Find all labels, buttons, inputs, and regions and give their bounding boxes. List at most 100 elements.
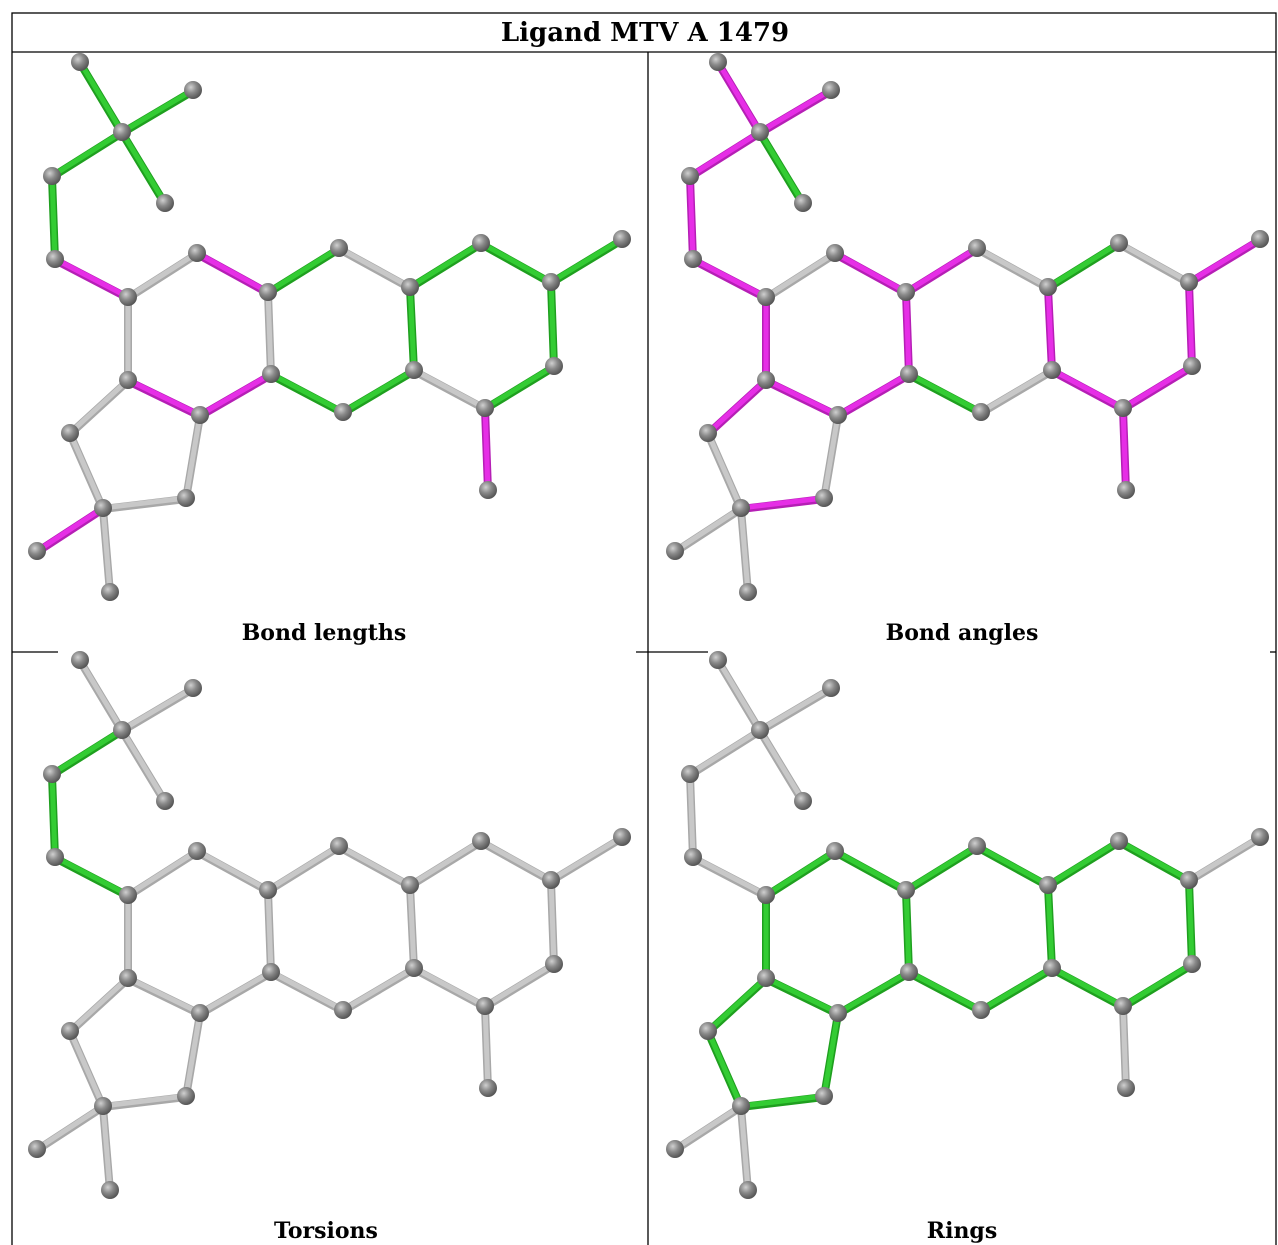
- rings-atom-1: [822, 679, 840, 697]
- rings-bond-11: [1116, 838, 1192, 883]
- rings-bond-3: [687, 727, 763, 777]
- torsions-bond-13: [548, 877, 557, 967]
- torsions-bond-17: [340, 965, 417, 1013]
- torsions-atom-15: [476, 997, 494, 1015]
- bond-lengths-atom-3: [43, 167, 61, 185]
- rings-atom-21: [699, 1022, 717, 1040]
- rings-atom-19: [829, 1004, 847, 1022]
- panel-torsions: Torsions: [28, 651, 631, 1244]
- rings-bond-16: [1045, 882, 1055, 971]
- bond-lengths-bond-24: [67, 430, 106, 511]
- bond-lengths-atom-17: [334, 403, 352, 421]
- caption-torsions: Torsions: [274, 1218, 378, 1244]
- bond-lengths-bond-17: [340, 367, 417, 415]
- torsions-bond-5: [52, 854, 131, 898]
- bond-angles-atom-18: [900, 365, 918, 383]
- torsions-bond-1: [119, 685, 196, 733]
- torsions-atom-12: [542, 871, 560, 889]
- rings-atom-25: [739, 1181, 757, 1199]
- torsions-bond-0: [77, 657, 125, 733]
- bond-angles-bond-15: [1049, 367, 1126, 411]
- torsions-bond-25: [100, 1093, 189, 1109]
- torsions-bonds: [33, 657, 626, 1195]
- bond-angles-atom-3: [681, 167, 699, 185]
- rings-atom-0: [709, 651, 727, 669]
- rings-bond-8: [903, 843, 980, 893]
- bond-lengths-bond-20: [197, 371, 274, 418]
- bond-lengths-bond-9: [336, 245, 413, 290]
- bond-angles-bond-11: [1116, 240, 1192, 285]
- bond-angles-bond-23: [705, 377, 769, 436]
- torsions-bond-7: [194, 848, 271, 893]
- bond-angles-bond-13: [1186, 279, 1195, 369]
- rings-bond-17: [978, 965, 1055, 1013]
- bond-lengths-bond-11: [478, 240, 554, 285]
- bond-angles-bond-27: [672, 505, 744, 554]
- figure-title: Ligand MTV A 1479: [501, 18, 789, 48]
- rings-bond-23: [705, 975, 769, 1034]
- torsions-bond-29: [482, 1003, 491, 1091]
- bond-lengths-bond-26: [183, 412, 203, 501]
- bond-angles-bonds: [671, 59, 1264, 597]
- bond-lengths-bond-5: [52, 256, 131, 300]
- rings-atom-5: [684, 848, 702, 866]
- bond-lengths-atom-20: [119, 371, 137, 389]
- bond-angles-atom-20: [757, 371, 775, 389]
- bond-angles-atom-8: [897, 283, 915, 301]
- rings-bond-12: [1186, 834, 1263, 883]
- bond-angles-bond-1: [757, 87, 834, 135]
- bond-angles-atom-13: [1251, 230, 1269, 248]
- rings-atom-14: [1183, 955, 1201, 973]
- bond-lengths-atoms: [28, 53, 631, 601]
- bond-angles-bond-6: [763, 250, 838, 300]
- torsions-atom-1: [184, 679, 202, 697]
- bond-angles-bond-19: [903, 289, 912, 377]
- rings-atom-7: [826, 842, 844, 860]
- torsions-bond-3: [49, 727, 125, 777]
- rings-bond-21: [763, 975, 841, 1016]
- panel-bond-lengths: Bond lengths: [28, 53, 631, 646]
- rings-atom-12: [1180, 871, 1198, 889]
- bond-lengths-atom-0: [71, 53, 89, 71]
- bond-lengths-atom-6: [119, 288, 137, 306]
- torsions-bond-14: [482, 961, 557, 1009]
- torsions-atom-11: [472, 832, 490, 850]
- rings-bond-2: [757, 727, 806, 804]
- bond-angles-atom-17: [972, 403, 990, 421]
- torsions-atom-14: [545, 955, 563, 973]
- bond-angles-atom-7: [826, 244, 844, 262]
- bond-angles-atom-14: [1183, 357, 1201, 375]
- torsions-bond-8: [265, 843, 342, 893]
- torsions-bond-24: [67, 1028, 106, 1109]
- bond-angles-atom-24: [666, 542, 684, 560]
- torsions-bond-18: [268, 969, 346, 1013]
- bond-lengths-bonds: [33, 59, 626, 597]
- torsions-atom-23: [177, 1087, 195, 1105]
- bond-angles-bond-5: [690, 256, 769, 300]
- rings-bond-14: [1120, 961, 1195, 1009]
- torsions-atom-20: [119, 969, 137, 987]
- bond-lengths-atom-15: [476, 399, 494, 417]
- rings-bond-7: [832, 848, 909, 893]
- bond-angles-atom-22: [732, 499, 750, 517]
- bond-lengths-bond-13: [548, 279, 557, 369]
- bond-lengths-atom-4: [156, 194, 174, 212]
- bond-lengths-atom-12: [542, 273, 560, 291]
- caption-bond-angles: Bond angles: [886, 620, 1039, 646]
- torsions-atom-5: [46, 848, 64, 866]
- torsions-atom-6: [119, 886, 137, 904]
- bond-lengths-bond-15: [411, 367, 488, 411]
- rings-bonds: [671, 657, 1264, 1195]
- bond-lengths-bond-21: [125, 377, 203, 418]
- bond-lengths-bond-6: [125, 250, 200, 300]
- bond-angles-bond-18: [906, 371, 984, 415]
- torsions-atom-10: [401, 876, 419, 894]
- torsions-bond-20: [197, 969, 274, 1016]
- bond-angles-atom-9: [968, 239, 986, 257]
- bond-angles-bond-17: [978, 367, 1055, 415]
- rings-atom-3: [681, 765, 699, 783]
- torsions-bond-28: [100, 1103, 113, 1193]
- torsions-atom-8: [259, 881, 277, 899]
- bond-angles-bond-7: [832, 250, 909, 295]
- torsions-bond-9: [336, 843, 413, 888]
